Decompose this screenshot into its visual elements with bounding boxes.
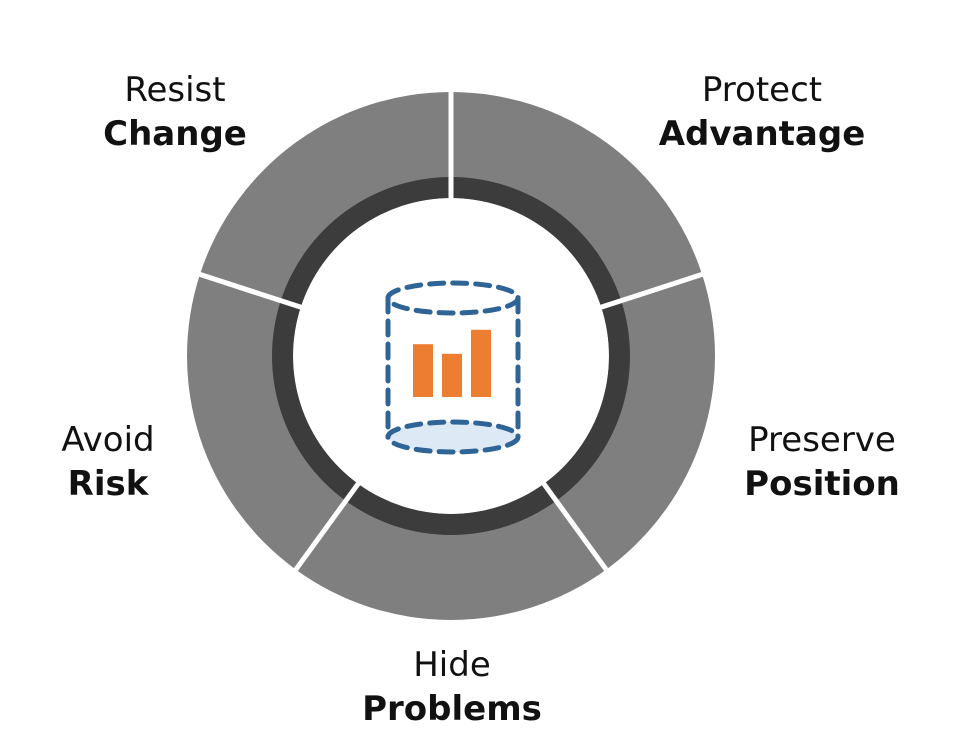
ring-segment	[295, 483, 607, 620]
label-line1: Resist	[124, 70, 226, 110]
label-line1: Protect	[701, 70, 823, 110]
ring-segment	[199, 92, 451, 308]
inner-ring-band	[451, 177, 622, 308]
label-line2: Risk	[67, 464, 149, 504]
inner-ring-band	[345, 483, 557, 535]
label-line2: Position	[744, 464, 900, 504]
inner-ring-band	[280, 177, 451, 308]
ring-segment	[543, 274, 715, 570]
label-hide-problems: Hide Problems	[362, 643, 542, 731]
cylinder-top	[385, 280, 521, 316]
label-line1: Hide	[413, 645, 491, 685]
ring-segment	[187, 274, 359, 570]
label-line2: Advantage	[658, 114, 866, 154]
segment-divider	[540, 480, 610, 573]
segment-divider	[598, 271, 705, 311]
database-chart-icon	[385, 280, 521, 455]
inner-ring-band	[543, 300, 630, 501]
label-line1: Preserve	[748, 420, 896, 460]
label-line1: Avoid	[61, 420, 155, 460]
inner-ring-band	[272, 300, 359, 501]
chart-bar	[471, 329, 491, 397]
label-preserve-position: Preserve Position	[744, 418, 900, 506]
label-line2: Change	[103, 114, 247, 154]
chart-bar	[442, 353, 462, 397]
segment-divider	[292, 480, 362, 573]
segmented-ring	[187, 90, 715, 620]
segment-divider	[197, 271, 304, 311]
ring-segment	[451, 92, 703, 308]
label-avoid-risk: Avoid Risk	[61, 418, 154, 506]
label-resist-change: Resist Change	[103, 68, 247, 156]
chart-bar	[413, 344, 433, 397]
cylinder-bottom	[385, 419, 521, 455]
label-protect-advantage: Protect Advantage	[659, 68, 866, 156]
label-line2: Problems	[362, 689, 542, 729]
